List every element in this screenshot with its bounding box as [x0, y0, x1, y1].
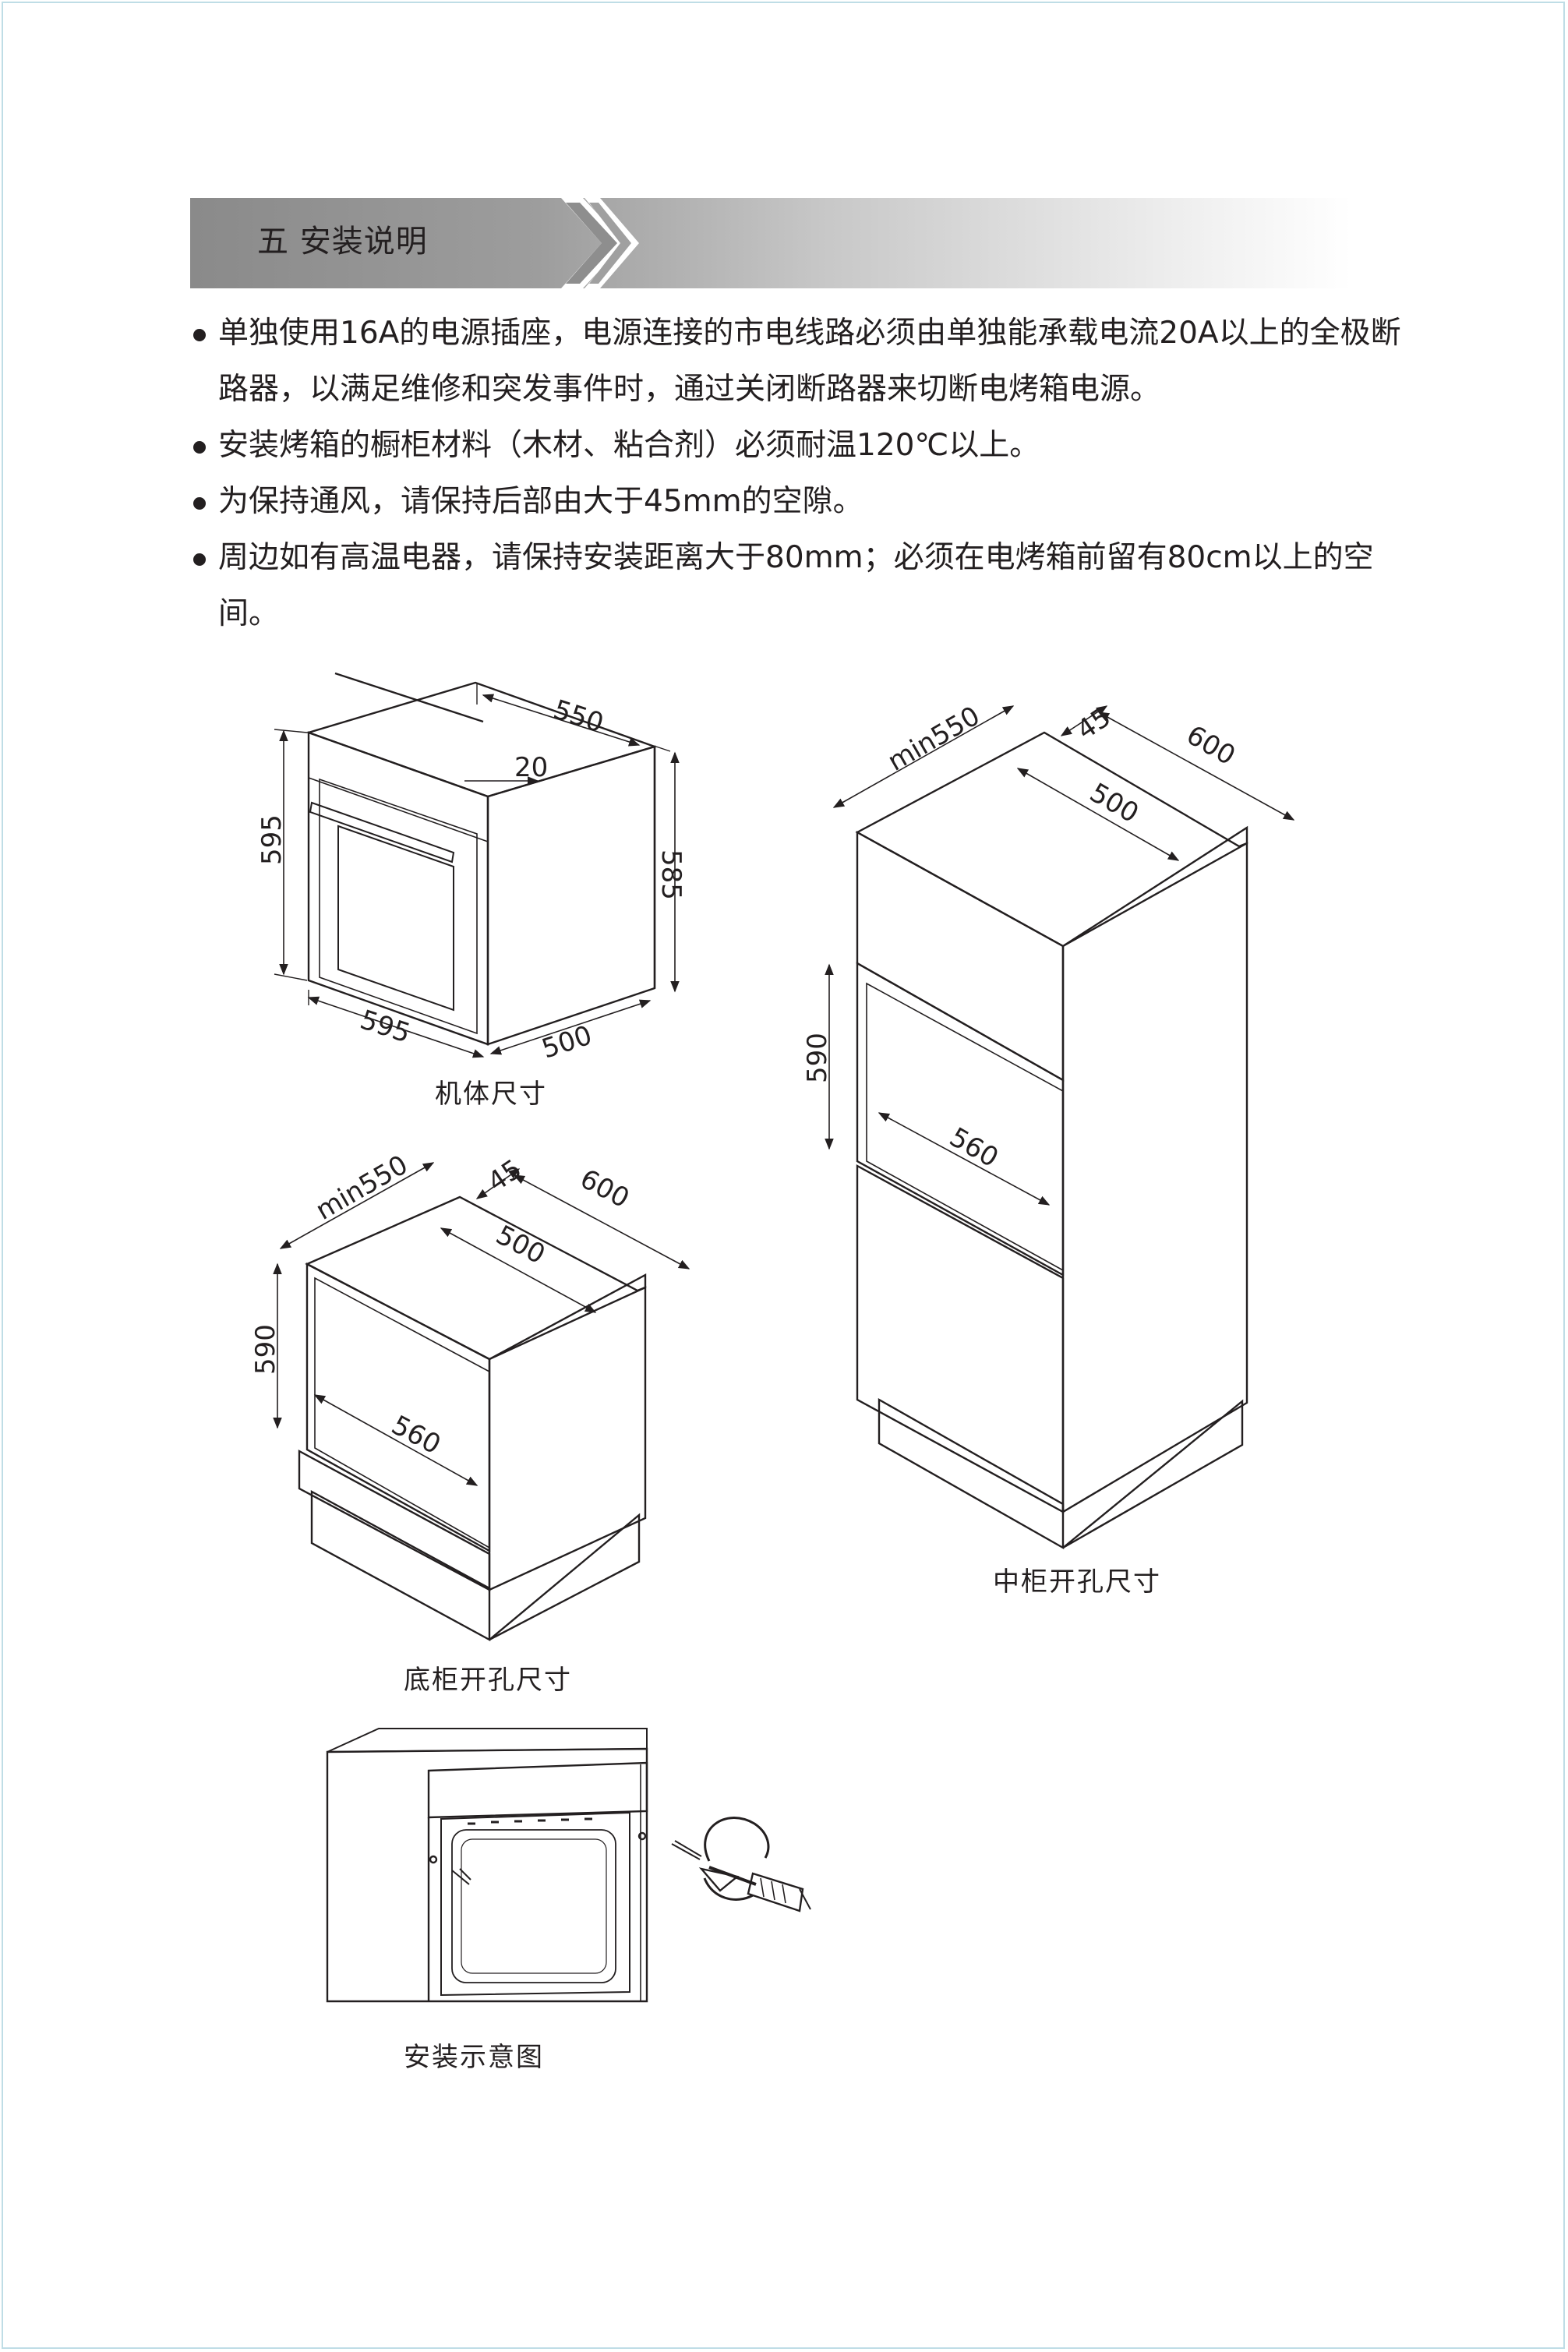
dim-bottom-width: 560 [387, 1410, 446, 1461]
dim-bottom-gap: 45 [482, 1153, 528, 1198]
bullet-icon [193, 329, 206, 341]
dim-bottom-min-width: min550 [311, 1150, 414, 1227]
dim-mid-height: 590 [802, 1033, 833, 1083]
dim-mid-depth: 600 [1181, 719, 1241, 772]
dim-mid-gap: 45 [1072, 701, 1117, 746]
dim-body-height-left: 595 [256, 814, 288, 865]
bottom-cabinet-figure [273, 1162, 690, 1642]
dim-mid-width: 560 [945, 1121, 1004, 1174]
bullet-icon [193, 497, 206, 510]
dim-body-front: 595 [356, 1005, 414, 1050]
middle-cabinet-figure [825, 705, 1295, 1550]
list-item: 为保持通风，请保持后部由大于45mm的空隙。 [187, 474, 1403, 530]
bullet-text: 单独使用16A的电源插座，电源连接的市电线路必须由单独能承载电流20A以上的全极… [218, 316, 1401, 407]
bullet-icon [193, 553, 206, 566]
install-caption: 安装示意图 [404, 2042, 544, 2073]
bullet-text: 周边如有高温电器，请保持安装距离大于80mm；必须在电烤箱前留有80cm以上的空… [218, 540, 1374, 631]
middle-cabinet-caption: 中柜开孔尺寸 [993, 1566, 1161, 1598]
install-illustration [326, 1728, 811, 2003]
dim-mid-min-width: min550 [883, 701, 986, 778]
instruction-list: 单独使用16A的电源插座，电源连接的市电线路必须由单独能承载电流20A以上的全极… [187, 305, 1403, 642]
section-header-bar [190, 198, 1351, 288]
bottom-cabinet-caption: 底柜开孔尺寸 [404, 1665, 572, 1696]
bullet-icon [193, 441, 206, 454]
dim-bottom-height: 590 [250, 1324, 281, 1375]
body-size-caption: 机体尺寸 [435, 1079, 547, 1110]
chevron-decoration-icon [561, 198, 639, 288]
dimension-labels: 550 20 595 585 595 500 min550 45 600 500… [250, 694, 1241, 1461]
list-item: 周边如有高温电器，请保持安装距离大于80mm；必须在电烤箱前留有80cm以上的空… [187, 530, 1403, 642]
dim-body-depth: 500 [538, 1019, 595, 1065]
dim-bottom-depth: 600 [575, 1164, 634, 1215]
bullet-text: 为保持通风，请保持后部由大于45mm的空隙。 [218, 484, 863, 519]
bullet-text: 安装烤箱的橱柜材料（木材、粘合剂）必须耐温120℃以上。 [218, 428, 1040, 463]
dim-bottom-inner-depth: 500 [491, 1220, 550, 1271]
dim-body-height-right: 585 [655, 849, 687, 900]
list-item: 安装烤箱的橱柜材料（木材、粘合剂）必须耐温120℃以上。 [187, 418, 1403, 474]
list-item: 单独使用16A的电源插座，电源连接的市电线路必须由单独能承载电流20A以上的全极… [187, 305, 1403, 418]
dim-body-offset: 20 [514, 752, 548, 783]
oven-body-figure [274, 672, 680, 1058]
section-title: 五 安装说明 [257, 224, 428, 260]
dim-body-width: 550 [549, 694, 607, 740]
